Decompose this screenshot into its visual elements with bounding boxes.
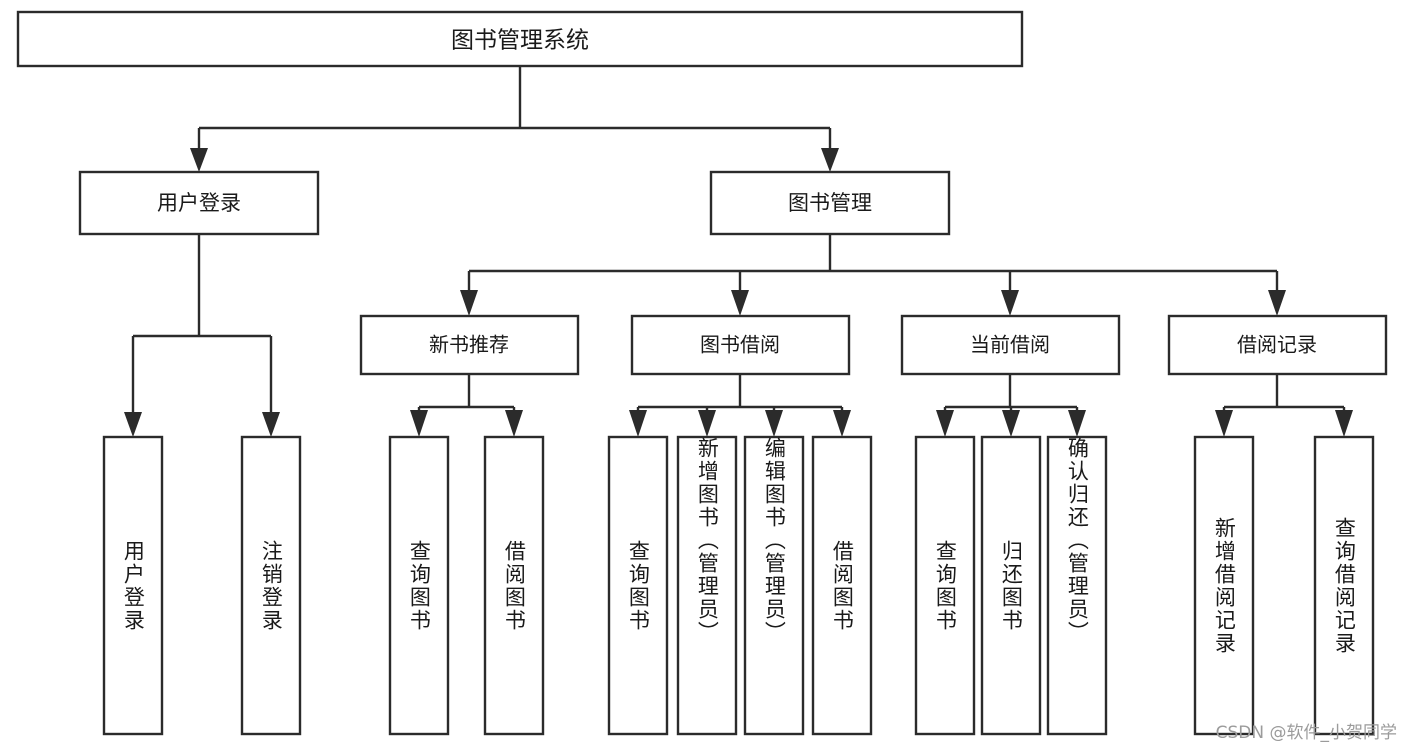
leaf-box-book-borrow-1[interactable] (607, 435, 669, 736)
node-root[interactable]: 图书管理系统 (16, 10, 1024, 68)
arrowhead-new-book (460, 290, 478, 316)
arrowhead-cb-leaf-2 (1002, 410, 1020, 437)
node-borrow-record[interactable]: 借阅记录 (1167, 314, 1388, 376)
leaf-box-current-borrow-2[interactable] (980, 435, 1042, 736)
arrowhead-bb-leaf-4 (833, 410, 851, 437)
node-current-borrow[interactable]: 当前借阅 (900, 314, 1121, 376)
node-borrow-record-label: 借阅记录 (1237, 333, 1317, 357)
arrowhead-cb-leaf-3 (1068, 410, 1086, 437)
leaf-box-borrow-record-1[interactable] (1193, 435, 1255, 736)
node-new-book-label: 新书推荐 (429, 333, 509, 357)
arrowhead-bb-leaf-3 (765, 410, 783, 437)
node-book-manage-label: 图书管理 (788, 191, 872, 215)
leaf-box-user-login-2[interactable] (240, 435, 302, 736)
node-root-box[interactable] (16, 10, 1024, 68)
node-new-book-box[interactable] (359, 314, 580, 376)
arrowhead-nb-leaf-1 (410, 410, 428, 437)
arrowhead-borrow-record (1268, 290, 1286, 316)
node-root-label: 图书管理系统 (451, 28, 589, 54)
node-user-login[interactable]: 用户登录 (78, 170, 320, 236)
leaf-box-new-book-1[interactable] (388, 435, 450, 736)
node-user-login-label: 用户登录 (157, 191, 241, 215)
arrowhead-leaf-user-login (124, 412, 142, 437)
leaf-box-user-login-1[interactable] (102, 435, 164, 736)
node-book-manage[interactable]: 图书管理 (709, 170, 951, 236)
csdn-watermark: CSDN @软件_小贺同学 (1215, 723, 1397, 743)
connector-layer (124, 66, 1353, 437)
node-book-borrow[interactable]: 图书借阅 (630, 314, 851, 376)
node-current-borrow-box[interactable] (900, 314, 1121, 376)
leaf-box-current-borrow-3[interactable] (1046, 435, 1108, 736)
arrowhead-bb-leaf-2 (698, 410, 716, 437)
leaf-box-book-borrow-3[interactable] (743, 435, 805, 736)
leaf-box-book-borrow-2[interactable] (676, 435, 738, 736)
node-book-borrow-label: 图书借阅 (700, 333, 780, 357)
arrowhead-br-leaf-1 (1215, 410, 1233, 437)
node-layer: 图书管理系统 用户登录 图书管理 新书推荐 图书借阅 当前 (16, 10, 1388, 736)
arrowhead-book-manage (821, 148, 839, 172)
arrowhead-br-leaf-2 (1335, 410, 1353, 437)
node-user-login-box[interactable] (78, 170, 320, 236)
arrowhead-leaf-logout (262, 412, 280, 437)
node-new-book[interactable]: 新书推荐 (359, 314, 580, 376)
leaf-box-book-borrow-4[interactable] (811, 435, 873, 736)
node-borrow-record-box[interactable] (1167, 314, 1388, 376)
node-book-manage-box[interactable] (709, 170, 951, 236)
arrowhead-user-login (190, 148, 208, 172)
arrowhead-cb-leaf-1 (936, 410, 954, 437)
arrowhead-nb-leaf-2 (505, 410, 523, 437)
leaf-box-new-book-2[interactable] (483, 435, 545, 736)
leaf-box-current-borrow-1[interactable] (914, 435, 976, 736)
node-current-borrow-label: 当前借阅 (970, 333, 1050, 357)
arrowhead-current-borrow (1001, 290, 1019, 316)
arrowhead-book-borrow (731, 290, 749, 316)
arrowhead-bb-leaf-1 (629, 410, 647, 437)
leaf-box-borrow-record-2[interactable] (1313, 435, 1375, 736)
node-book-borrow-box[interactable] (630, 314, 851, 376)
